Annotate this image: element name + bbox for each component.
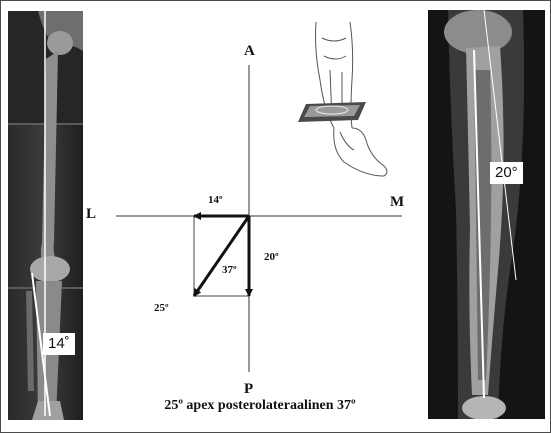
limb-outline-sketch	[316, 22, 388, 176]
lateral-label: L	[86, 206, 96, 222]
lateral-value-label: 14º	[208, 194, 223, 206]
left-ap-radiograph	[8, 11, 83, 420]
left-angle-label: 14˚	[43, 333, 75, 355]
right-lateral-radiograph	[428, 10, 545, 419]
posterior-value-label: 20º	[264, 251, 279, 263]
deformity-vector-diagram: A P L M 14º 20º 37º 25º	[84, 10, 424, 424]
right-angle-label: 20°	[490, 162, 523, 184]
left-radiograph-image	[8, 11, 83, 420]
posterior-label: P	[244, 381, 253, 397]
right-radiograph-image	[428, 10, 545, 419]
figure-caption: 25º apex posterolateraalinen 37º	[100, 398, 420, 414]
resultant-vector-arrow	[194, 216, 249, 296]
anterior-label: A	[244, 43, 255, 59]
resultant-value-label: 25º	[154, 302, 169, 314]
medial-label: M	[390, 194, 404, 210]
angle-value-label: 37º	[222, 264, 237, 276]
section-plane-icon	[298, 102, 366, 122]
